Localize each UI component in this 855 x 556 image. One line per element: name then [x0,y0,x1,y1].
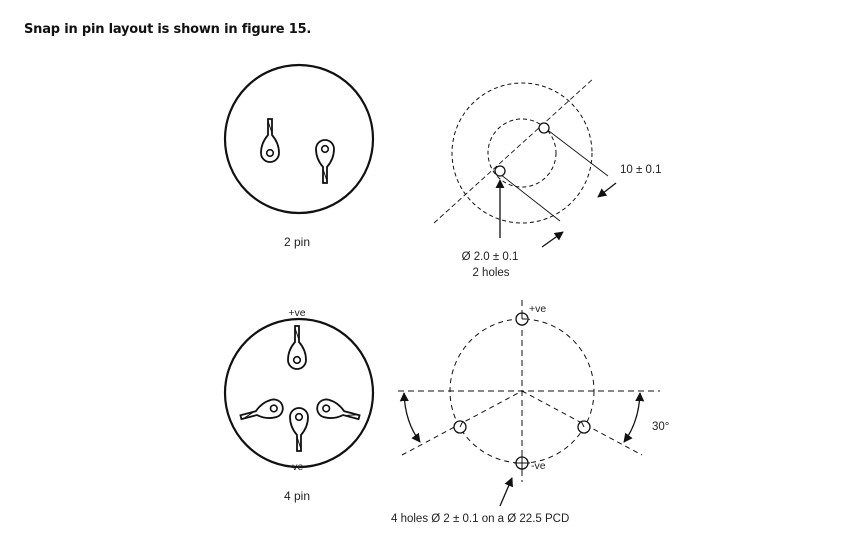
negative-label: -ve [289,461,304,473]
mounting-hole [494,165,506,177]
positive-label: +ve [288,307,305,319]
mounting-hole [514,455,530,471]
two-pin-caption: 2 pin [284,235,310,249]
spacing-dimension: 10 ± 0.1 [620,164,661,176]
hole-count-label: 2 holes [472,267,509,279]
mounting-hole [577,420,591,434]
mounting-hole [515,312,529,326]
spacing-arrow [541,231,564,248]
angle-arc-right [623,392,645,443]
pin-terminal-icon [289,407,309,452]
angle-arc-left [399,392,421,443]
two-pin-body [223,63,375,215]
pin-terminal-icon [315,139,335,184]
four-pin-caption: 4 pin [284,489,310,503]
pin-terminal-icon [314,396,363,427]
hole-diameter-label: Ø 2.0 ± 0.1 [462,251,519,263]
pin-terminal-icon [237,396,286,427]
mounting-hole [538,122,550,134]
pin-terminal-icon [260,118,280,163]
four-pin-body [223,317,375,469]
mounting-hole [453,420,467,434]
holes-note: 4 holes Ø 2 ± 0.1 on a Ø 22.5 PCD [391,513,569,525]
pcd-arrow [499,477,513,507]
pin-terminal-icon [287,325,307,370]
positive-mark: +ve [529,303,546,315]
negative-mark: -ve [531,460,546,472]
spacing-arrow [597,182,617,198]
two-pin-layout [433,77,617,248]
four-pin-layout [398,300,660,507]
angle-label: 30° [652,421,669,433]
heading: Snap in pin layout is shown in figure 15… [24,22,312,37]
